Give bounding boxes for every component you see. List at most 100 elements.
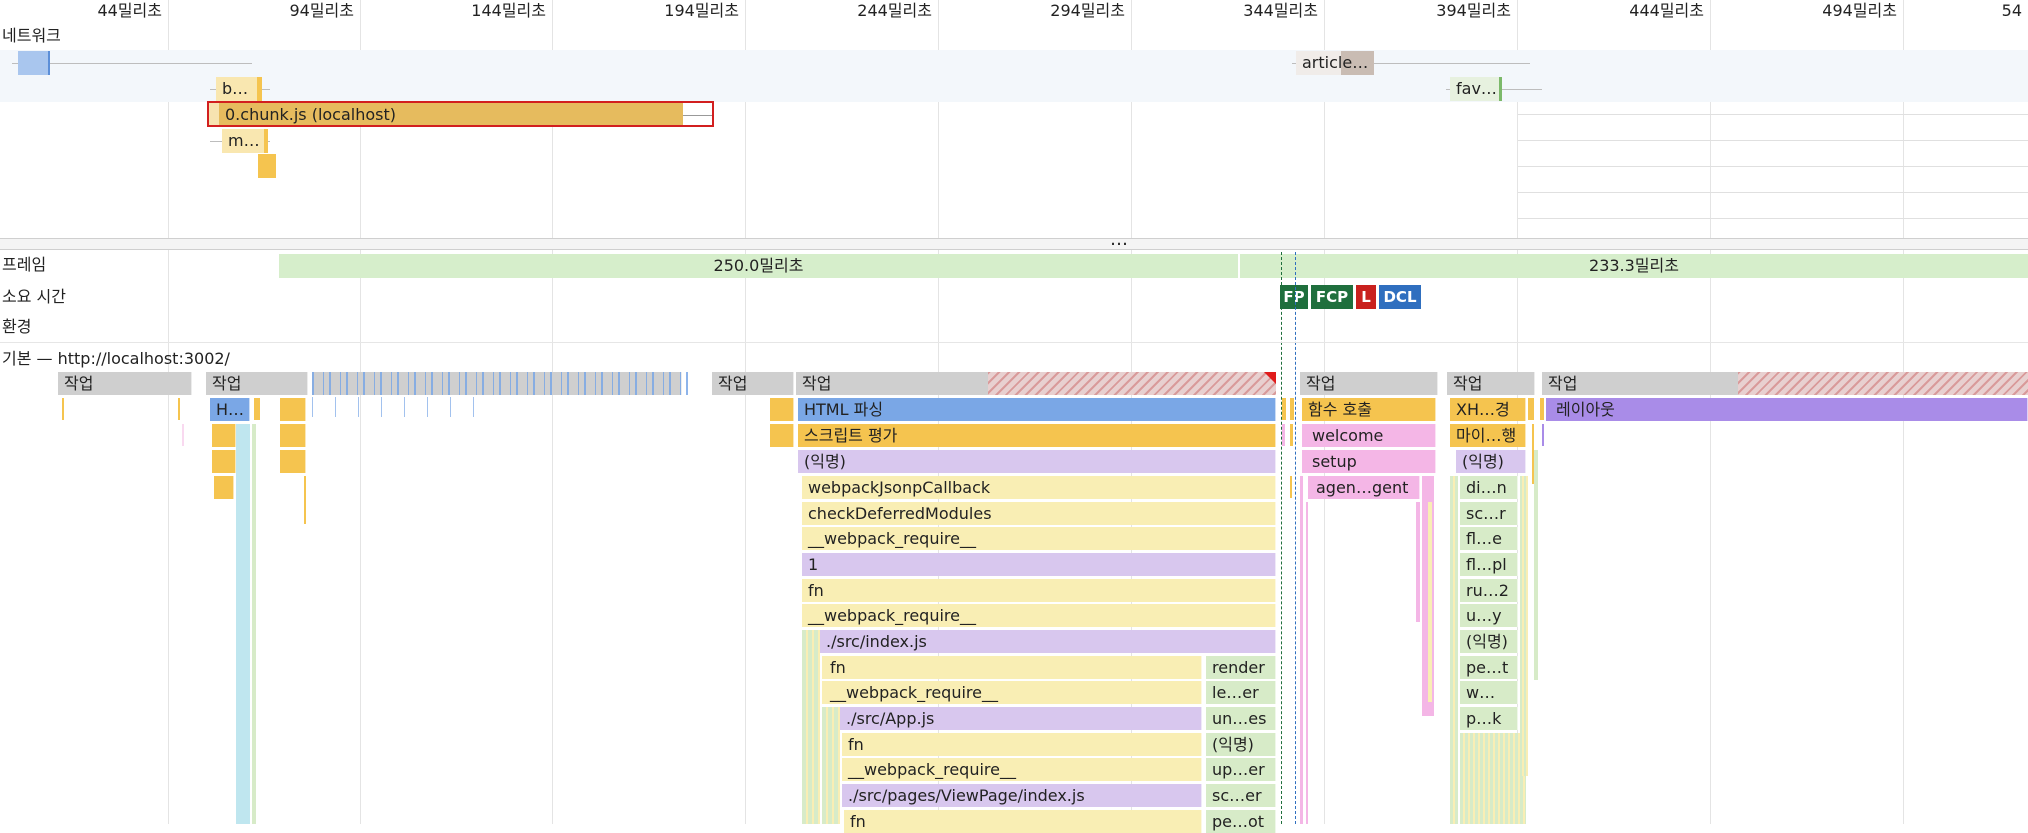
flame-chart[interactable]: 작업 작업 작업 작업 작업 작업 작업 H… HTML 파싱 스크립트 평가 …: [0, 372, 2028, 833]
flame-slice[interactable]: [1290, 476, 1292, 498]
frame-bar[interactable]: 250.0밀리초: [279, 254, 1238, 278]
dcl-marker[interactable]: DCL: [1379, 285, 1421, 309]
flame-function[interactable]: fn: [802, 579, 1276, 602]
flame-function[interactable]: sc…er: [1206, 784, 1276, 807]
flame-slice[interactable]: [1534, 450, 1538, 680]
flame-function[interactable]: fn: [842, 733, 1202, 756]
network-request[interactable]: [18, 51, 50, 75]
html-parse-bar[interactable]: H…: [210, 398, 250, 421]
flame-function[interactable]: di…n: [1460, 476, 1518, 499]
flame-slice[interactable]: [280, 450, 306, 473]
panel-splitter[interactable]: …: [0, 230, 2028, 250]
flame-function[interactable]: 1: [802, 553, 1276, 576]
flame-function[interactable]: checkDeferredModules: [802, 502, 1276, 525]
flame-function[interactable]: __webpack_require__: [802, 527, 1276, 550]
flame-function[interactable]: __webpack_require__: [842, 758, 1202, 781]
fp-marker[interactable]: FP: [1280, 285, 1308, 309]
flame-function[interactable]: (익명): [1206, 733, 1276, 756]
flame-function[interactable]: fn: [844, 810, 1202, 833]
flame-slice-column[interactable]: [1460, 733, 1526, 824]
flame-function[interactable]: le…er: [1206, 681, 1276, 704]
flame-function[interactable]: fl…e: [1460, 527, 1518, 550]
flame-function[interactable]: w…: [1460, 681, 1518, 704]
flame-function[interactable]: un…es: [1206, 707, 1276, 730]
flame-function[interactable]: p…k: [1460, 707, 1518, 730]
flame-module[interactable]: ./src/index.js: [820, 630, 1276, 653]
flame-slice[interactable]: [178, 398, 180, 420]
flame-slice[interactable]: [1540, 398, 1544, 420]
network-request[interactable]: fav…: [1450, 77, 1502, 101]
task-bar[interactable]: 작업: [58, 372, 192, 395]
flame-microtask[interactable]: 마이…행: [1450, 424, 1526, 447]
flame-layout[interactable]: 레이아웃: [1546, 398, 2028, 421]
flame-function[interactable]: up…er: [1206, 758, 1276, 781]
fcp-marker[interactable]: FCP: [1311, 285, 1353, 309]
flame-slice[interactable]: [1532, 424, 1534, 484]
flame-module[interactable]: ./src/pages/ViewPage/index.js: [842, 784, 1202, 807]
flame-function[interactable]: __webpack_require__: [822, 681, 1202, 704]
main-thread-label[interactable]: 기본 — http://localhost:3002/: [2, 349, 230, 368]
flame-slice[interactable]: [1282, 424, 1285, 446]
network-request[interactable]: m…: [222, 129, 268, 153]
flame-function-call[interactable]: 함수 호출: [1302, 398, 1436, 421]
flame-slice[interactable]: [1306, 502, 1308, 824]
flame-function[interactable]: pe…ot: [1206, 810, 1276, 833]
flame-function[interactable]: setup: [1302, 450, 1436, 473]
flame-slice[interactable]: [770, 398, 794, 421]
flame-html-parse[interactable]: HTML 파싱: [798, 398, 1276, 421]
flame-slice[interactable]: [1428, 502, 1432, 702]
flame-script-eval[interactable]: 스크립트 평가: [798, 424, 1276, 447]
load-marker[interactable]: L: [1356, 285, 1376, 309]
flame-slice[interactable]: [212, 424, 236, 447]
flame-slice-column[interactable]: [236, 424, 250, 824]
flame-slice-column[interactable]: [822, 707, 840, 824]
network-request[interactable]: b…: [216, 77, 262, 101]
flame-slice[interactable]: [254, 398, 260, 420]
flame-anonymous[interactable]: (익명): [798, 450, 1276, 473]
flame-anonymous[interactable]: (익명): [1456, 450, 1526, 473]
flame-slice[interactable]: [1300, 476, 1303, 824]
task-bar[interactable]: 작업: [1447, 372, 1535, 395]
flame-function[interactable]: welcome: [1302, 424, 1436, 447]
flame-module[interactable]: ./src/App.js: [840, 707, 1202, 730]
flame-function[interactable]: sc…r: [1460, 502, 1518, 525]
flame-function[interactable]: agen…gent: [1308, 476, 1420, 499]
flame-slice[interactable]: [214, 476, 234, 499]
flame-slice[interactable]: [280, 398, 306, 421]
flame-slice[interactable]: [1416, 502, 1420, 622]
flame-slice[interactable]: [182, 424, 184, 446]
frame-bar[interactable]: 233.3밀리초: [1240, 254, 2028, 278]
flame-function[interactable]: fn: [822, 656, 1202, 679]
flame-function[interactable]: (익명): [1460, 630, 1518, 653]
flame-function[interactable]: u…y: [1460, 604, 1518, 627]
flame-slice[interactable]: [1542, 424, 1544, 446]
flame-slice[interactable]: [62, 398, 64, 420]
task-bar[interactable]: 작업: [712, 372, 794, 395]
flame-slice-column[interactable]: [1520, 476, 1528, 776]
network-request[interactable]: article…: [1296, 51, 1374, 75]
flame-slice[interactable]: [1528, 398, 1534, 420]
timings-track[interactable]: 소요 시간: [0, 282, 2028, 312]
flame-function[interactable]: ru…2: [1460, 579, 1518, 602]
flame-slice[interactable]: [1290, 398, 1294, 420]
flame-function[interactable]: render: [1206, 656, 1276, 679]
network-request-selected[interactable]: 0.chunk.js (localhost): [207, 101, 714, 127]
flame-slice[interactable]: [304, 476, 306, 524]
flame-slice-column[interactable]: [1450, 476, 1458, 824]
flame-slice[interactable]: [1290, 424, 1293, 446]
frames-track[interactable]: 프레임 250.0밀리초 233.3밀리초: [0, 251, 2028, 281]
flame-xhr[interactable]: XH…경: [1450, 398, 1526, 421]
flame-function[interactable]: pe…t: [1460, 656, 1518, 679]
flame-function[interactable]: fl…pl: [1460, 553, 1518, 576]
flame-slice[interactable]: [212, 450, 236, 473]
flame-slice-column[interactable]: [802, 630, 820, 824]
network-track[interactable]: 네트워크 b… 0.chunk.js (localhost) m… articl…: [0, 22, 2028, 238]
flame-slice[interactable]: [1282, 398, 1286, 420]
flame-slice[interactable]: [770, 424, 794, 447]
flame-slice[interactable]: [280, 424, 306, 447]
network-request[interactable]: [258, 154, 276, 178]
flame-function[interactable]: webpackJsonpCallback: [802, 476, 1276, 499]
task-bar[interactable]: 작업: [206, 372, 308, 395]
task-bar[interactable]: 작업: [1300, 372, 1438, 395]
flame-slice[interactable]: [252, 424, 256, 824]
